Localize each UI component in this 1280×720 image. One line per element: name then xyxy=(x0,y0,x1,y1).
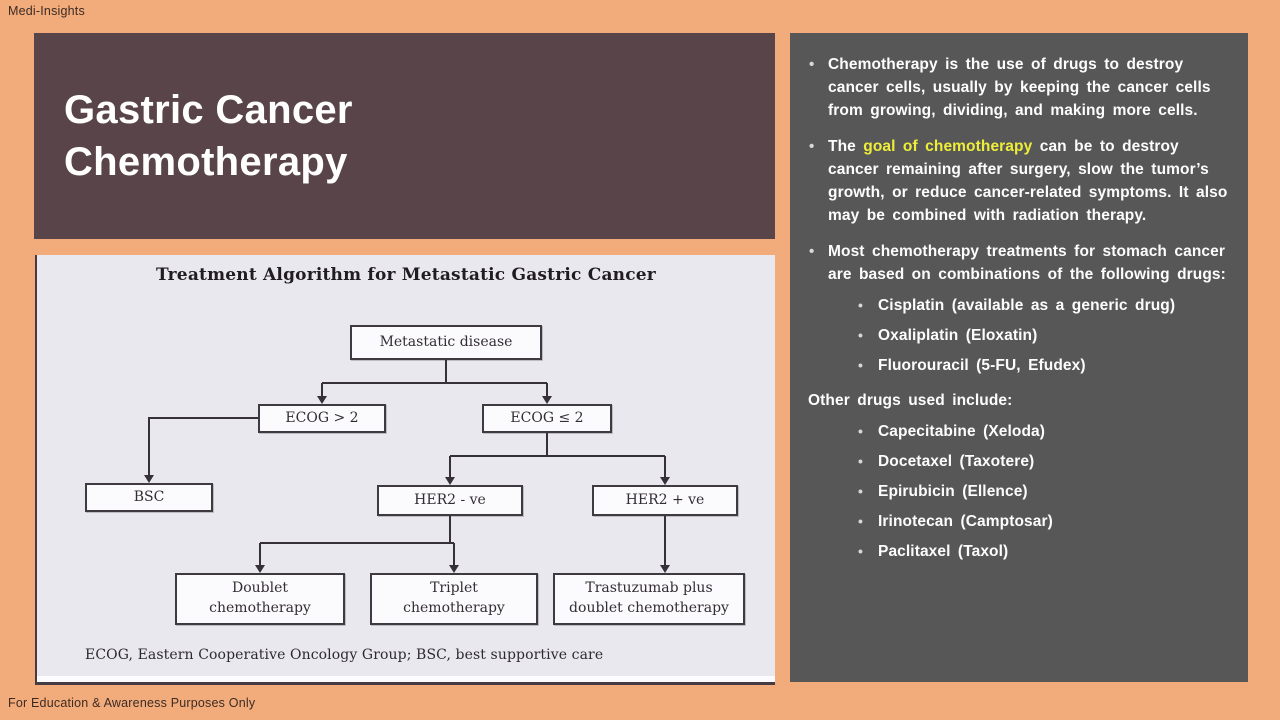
list-item-docetaxel: Docetaxel (Taxotere) xyxy=(808,450,1228,473)
list-item-capecitabine: Capecitabine (Xeloda) xyxy=(808,420,1228,443)
brand-text: Medi-Insights xyxy=(8,4,85,18)
slide-title-line-1: Gastric Cancer xyxy=(64,88,353,132)
content-panel: Chemotherapy is the use of drugs to dest… xyxy=(790,33,1248,682)
bullet-combination-drugs: Most chemotherapy treatments for stomach… xyxy=(808,240,1228,286)
node-ecog-le-2: ECOG ≤ 2 xyxy=(482,404,612,433)
node-trastuzumab-doublet: Trastuzumab plus doublet chemotherapy xyxy=(553,573,745,625)
bullet-chemotherapy-definition: Chemotherapy is the use of drugs to dest… xyxy=(808,53,1228,122)
footer-text: For Education & Awareness Purposes Only xyxy=(8,696,256,710)
node-her2-positive: HER2 + ve xyxy=(592,485,738,516)
node-doublet-chemotherapy: Doublet chemotherapy xyxy=(175,573,345,625)
diagram-title: Treatment Algorithm for Metastatic Gastr… xyxy=(156,265,656,285)
node-her2-negative: HER2 - ve xyxy=(377,485,523,516)
diagram-footnote: ECOG, Eastern Cooperative Oncology Group… xyxy=(85,647,604,663)
node-ecog-gt-2: ECOG > 2 xyxy=(258,404,386,433)
bullet2-prefix: The xyxy=(828,138,864,155)
bullet2-rest: can be to destroy cancer remaining after… xyxy=(828,138,1228,224)
list-item-cisplatin: Cisplatin (available as a generic drug) xyxy=(808,294,1228,317)
diagram-panel: Treatment Algorithm for Metastatic Gastr… xyxy=(35,255,775,685)
other-drug-list: Capecitabine (Xeloda) Docetaxel (Taxoter… xyxy=(808,420,1228,563)
list-item-fluorouracil: Fluorouracil (5-FU, Efudex) xyxy=(808,354,1228,377)
node-metastatic-disease: Metastatic disease xyxy=(350,325,542,360)
list-item-epirubicin: Epirubicin (Ellence) xyxy=(808,480,1228,503)
bullet-goal-of-chemotherapy: The goal of chemotherapy can be to destr… xyxy=(808,135,1228,227)
node-triplet-chemotherapy: Triplet chemotherapy xyxy=(370,573,538,625)
highlight-text: goal of chemotherapy xyxy=(863,138,1033,155)
combo-drug-list: Cisplatin (available as a generic drug) … xyxy=(808,294,1228,377)
node-bsc: BSC xyxy=(85,483,213,512)
flowchart: Treatment Algorithm for Metastatic Gastr… xyxy=(37,255,775,676)
flowchart-connectors xyxy=(144,360,670,573)
title-panel: Gastric Cancer Chemotherapy xyxy=(34,33,775,239)
list-item-paclitaxel: Paclitaxel (Taxol) xyxy=(808,540,1228,563)
other-drugs-heading: Other drugs used include: xyxy=(808,392,1013,409)
slide-title-line-2: Chemotherapy xyxy=(64,140,348,184)
list-item-oxaliplatin: Oxaliplatin (Eloxatin) xyxy=(808,324,1228,347)
list-item-irinotecan: Irinotecan (Camptosar) xyxy=(808,510,1228,533)
